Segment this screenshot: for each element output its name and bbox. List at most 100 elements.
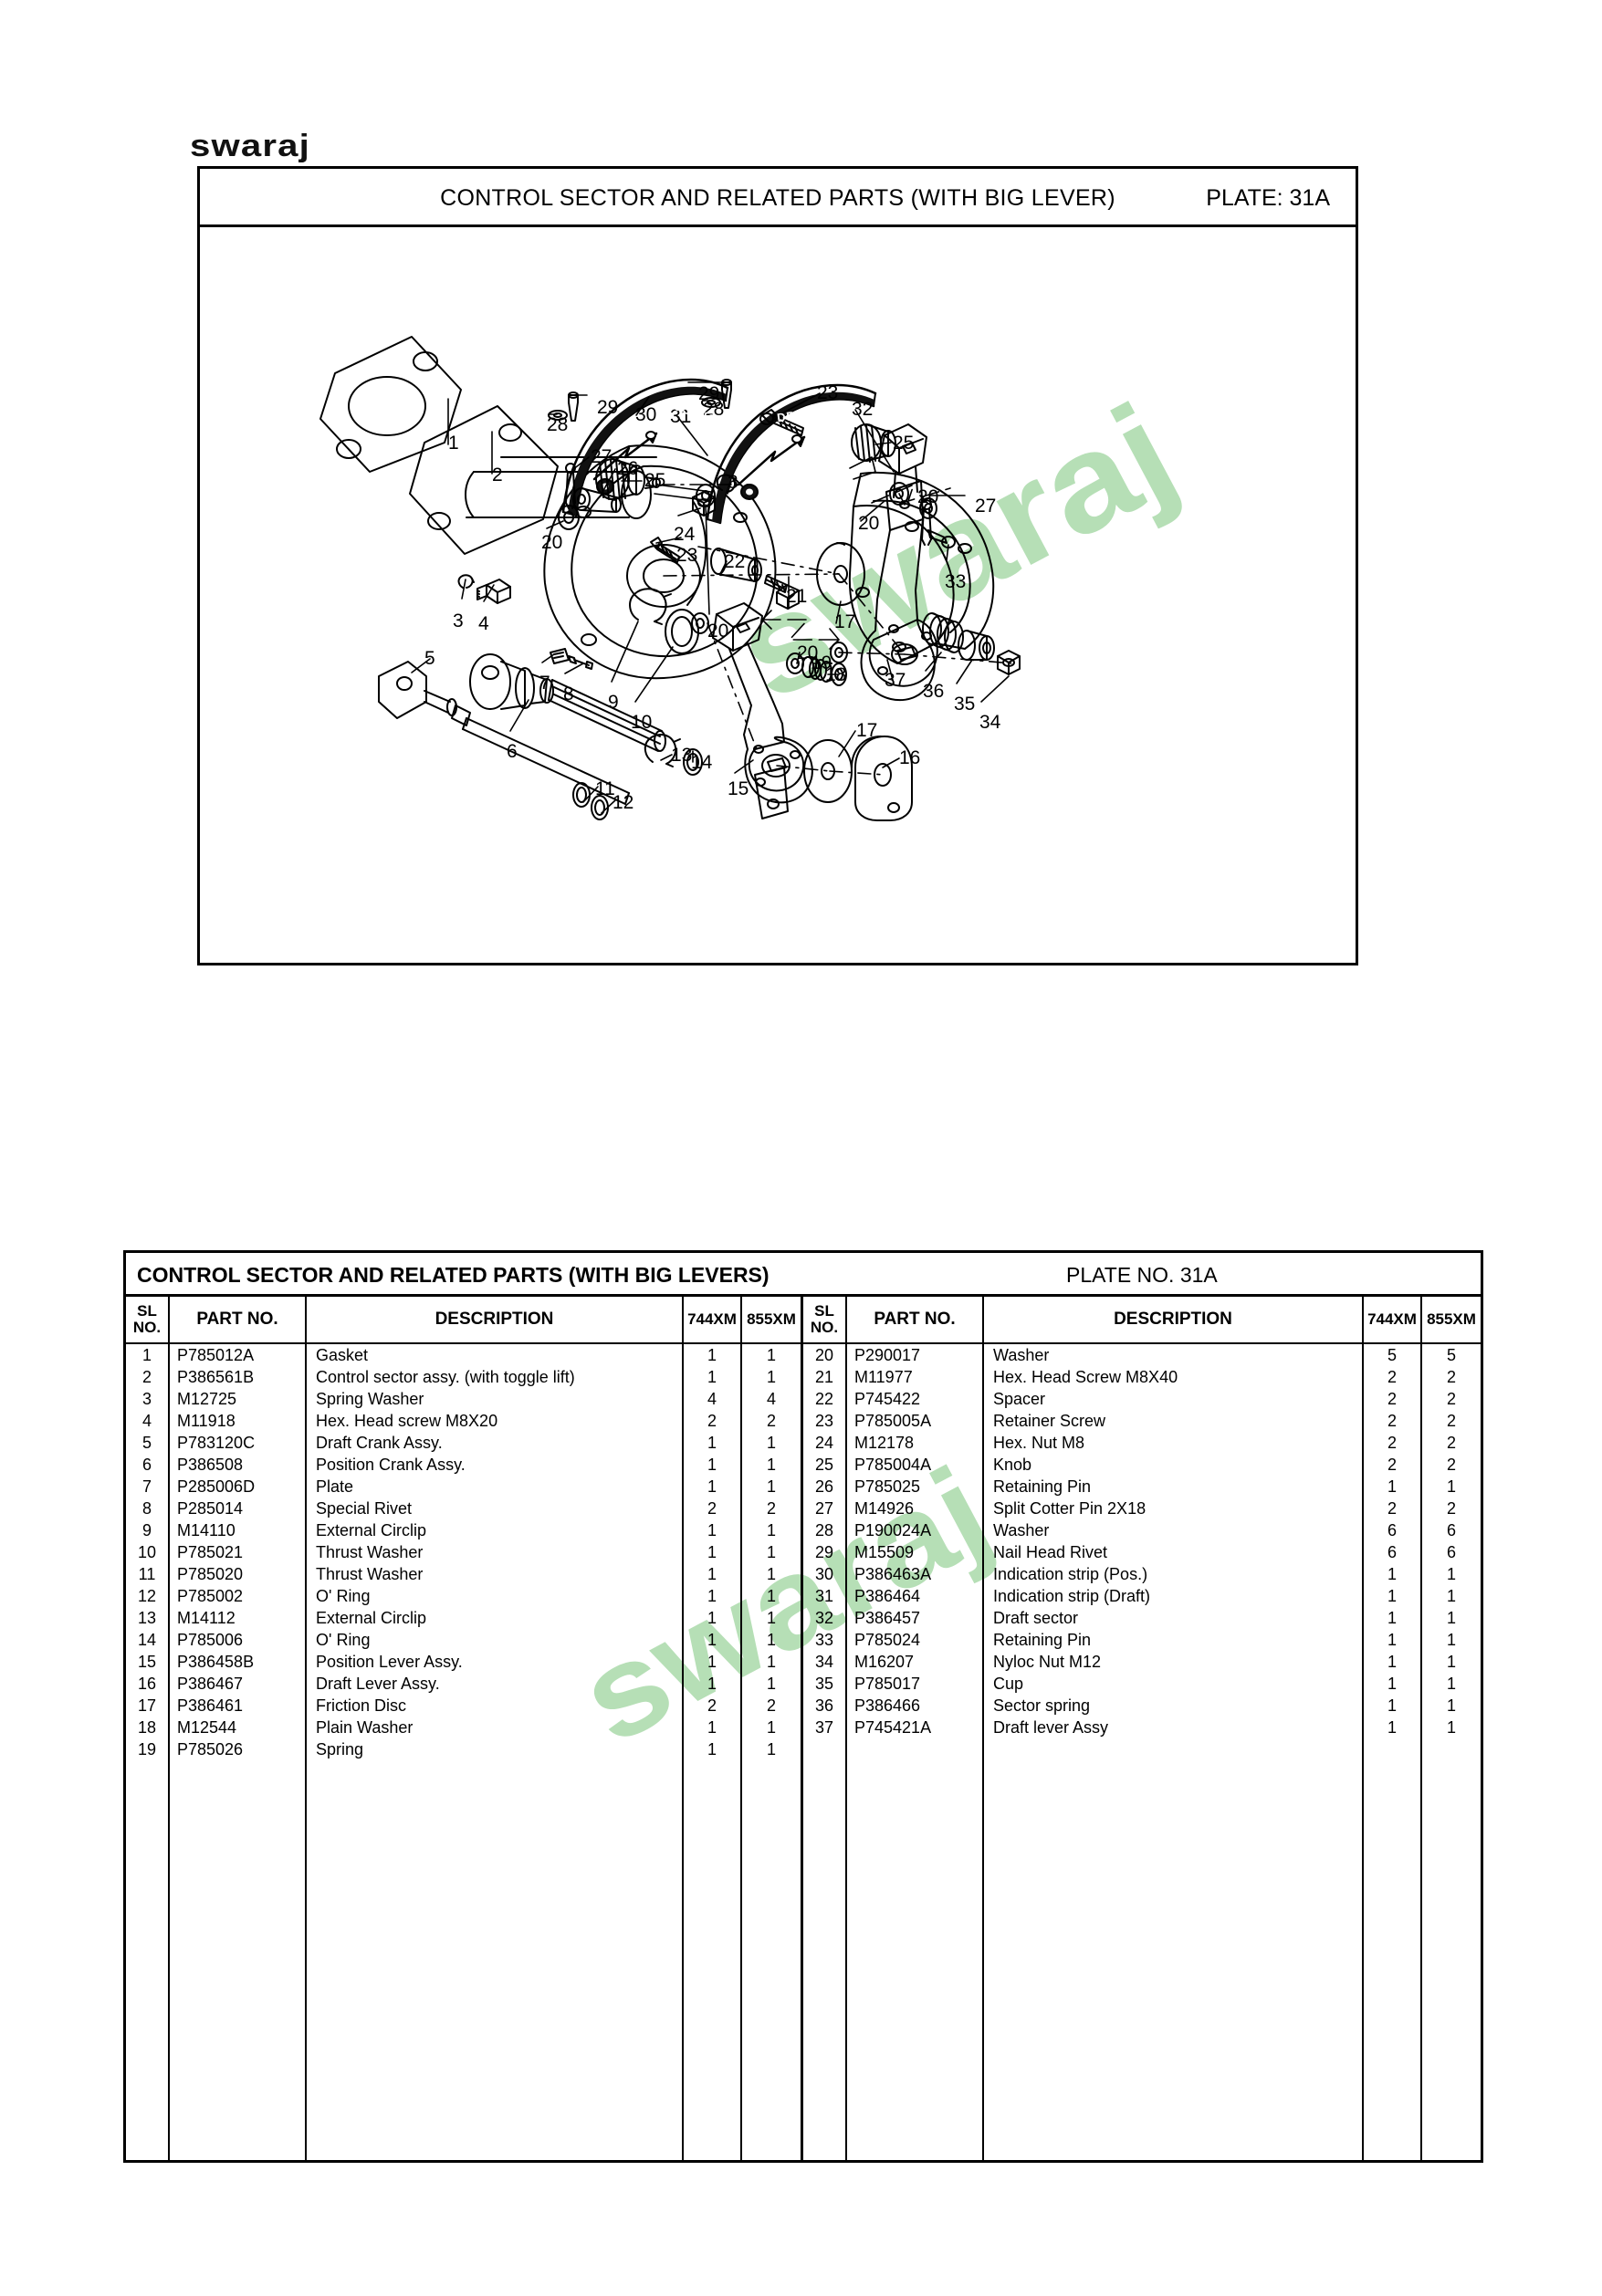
callout-29: 29 (597, 397, 619, 418)
cell-sl-no: 4 (126, 1410, 170, 1432)
cell-description: Nail Head Rivet (984, 1541, 1364, 1563)
cell-description: Indication strip (Pos.) (984, 1563, 1364, 1585)
callout-18: 18 (825, 664, 847, 685)
callout-7: 7 (539, 673, 550, 694)
cell-part-no: P745421A (847, 1717, 984, 1738)
cell-sl-no: 12 (126, 1585, 170, 1607)
cell-qty-744xm: 1 (684, 1476, 742, 1498)
cell-qty-855xm: 1 (1446, 1630, 1456, 1649)
cell-sl-no: 32 (803, 1607, 847, 1629)
cell-sl-no: 2 (126, 1366, 170, 1388)
cell-description: Thrust Washer (307, 1563, 684, 1585)
cell-part-no: P785004A (847, 1454, 984, 1476)
header-qty-744xm-2: 744XM (1364, 1297, 1422, 1342)
cell-qty-855xm: 6 (1446, 1542, 1456, 1561)
callout-25b: 25 (893, 433, 915, 454)
cell-sl-no: 3 (126, 1388, 170, 1410)
cell-qty-855xm: 2 (1446, 1389, 1456, 1408)
cell-sl-no: 28 (803, 1519, 847, 1541)
cell-qty-855xm: 2 (766, 1498, 776, 1518)
cell-part-no: P785025 (847, 1476, 984, 1498)
callout-16: 16 (899, 747, 921, 768)
cell-qty-744xm: 2 (1364, 1432, 1422, 1454)
cell-qty-855xm: 2 (766, 1696, 776, 1715)
callout-32: 32 (852, 399, 874, 420)
cell-qty-855xm: 1 (766, 1345, 776, 1364)
cell-qty-744xm: 1 (1364, 1563, 1422, 1585)
parts-grid-right: SL NO. PART NO. DESCRIPTION 744XM 855XM … (803, 1297, 1481, 2163)
header-part-no-2: PART NO. (847, 1297, 984, 1342)
cell-qty-744xm: 1 (1364, 1585, 1422, 1607)
cell-sl-no: 35 (803, 1673, 847, 1695)
table-filler-right (803, 1738, 1481, 2163)
cell-description: Plate (307, 1476, 684, 1498)
cell-description: Cup (984, 1673, 1364, 1695)
cell-qty-855xm: 6 (1446, 1520, 1456, 1539)
cell-description: Position Crank Assy. (307, 1454, 684, 1476)
cell-description: Knob (984, 1454, 1364, 1476)
cell-qty-744xm: 2 (1364, 1410, 1422, 1432)
cell-sl-no: 15 (126, 1651, 170, 1673)
callout-31: 31 (670, 406, 692, 427)
cell-part-no: P386464 (847, 1585, 984, 1607)
cell-qty-744xm: 1 (684, 1629, 742, 1651)
cell-sl-no: 13 (126, 1607, 170, 1629)
cell-qty-744xm: 1 (1364, 1673, 1422, 1695)
cell-qty-855xm: 1 (766, 1608, 776, 1627)
callout-12: 12 (613, 792, 634, 813)
cell-description: Position Lever Assy. (307, 1651, 684, 1673)
cell-qty-744xm: 1 (684, 1344, 742, 1366)
cell-part-no: P745422 (847, 1388, 984, 1410)
callout-27: 27 (591, 446, 613, 467)
callout-36: 36 (923, 681, 945, 702)
callout-20b: 20 (707, 621, 729, 642)
callout-29b: 29 (698, 383, 720, 404)
cell-sl-no: 7 (126, 1476, 170, 1498)
cell-qty-744xm: 1 (684, 1366, 742, 1388)
cell-qty-744xm: 1 (684, 1738, 742, 1760)
cell-qty-855xm: 2 (1446, 1367, 1456, 1386)
cell-part-no: M12178 (847, 1432, 984, 1454)
cell-description: Nyloc Nut M12 (984, 1651, 1364, 1673)
cell-part-no: P190024A (847, 1519, 984, 1541)
cell-description: Spacer (984, 1388, 1364, 1410)
cell-part-no: P783120C (170, 1432, 307, 1454)
cell-sl-no: 37 (803, 1717, 847, 1738)
cell-sl-no: 8 (126, 1498, 170, 1519)
cell-qty-744xm: 5 (1364, 1344, 1422, 1366)
callout-22: 22 (724, 551, 746, 572)
callout-25: 25 (644, 470, 666, 491)
cell-part-no: P785002 (170, 1585, 307, 1607)
cell-qty-744xm: 1 (1364, 1629, 1422, 1651)
cell-sl-no: 14 (126, 1629, 170, 1651)
cell-part-no: P386508 (170, 1454, 307, 1476)
cell-sl-no: 5 (126, 1432, 170, 1454)
cell-qty-855xm: 5 (1446, 1345, 1456, 1364)
parts-table-panel: CONTROL SECTOR AND RELATED PARTS (WITH B… (123, 1250, 1483, 2163)
cell-qty-855xm: 2 (1446, 1411, 1456, 1430)
cell-description: Control sector assy. (with toggle lift) (307, 1366, 684, 1388)
cell-qty-744xm: 6 (1364, 1519, 1422, 1541)
cell-description: External Circlip (307, 1519, 684, 1541)
cell-qty-855xm: 1 (1446, 1674, 1456, 1693)
callout-2: 2 (492, 464, 503, 485)
diagram-plate-label: PLATE: 31A (1206, 185, 1330, 211)
cell-part-no: M11977 (847, 1366, 984, 1388)
cell-qty-855xm: 2 (1446, 1455, 1456, 1474)
cell-description: Split Cotter Pin 2X18 (984, 1498, 1364, 1519)
cell-sl-no: 6 (126, 1454, 170, 1476)
diagram-header: CONTROL SECTOR AND RELATED PARTS (WITH B… (200, 169, 1356, 227)
